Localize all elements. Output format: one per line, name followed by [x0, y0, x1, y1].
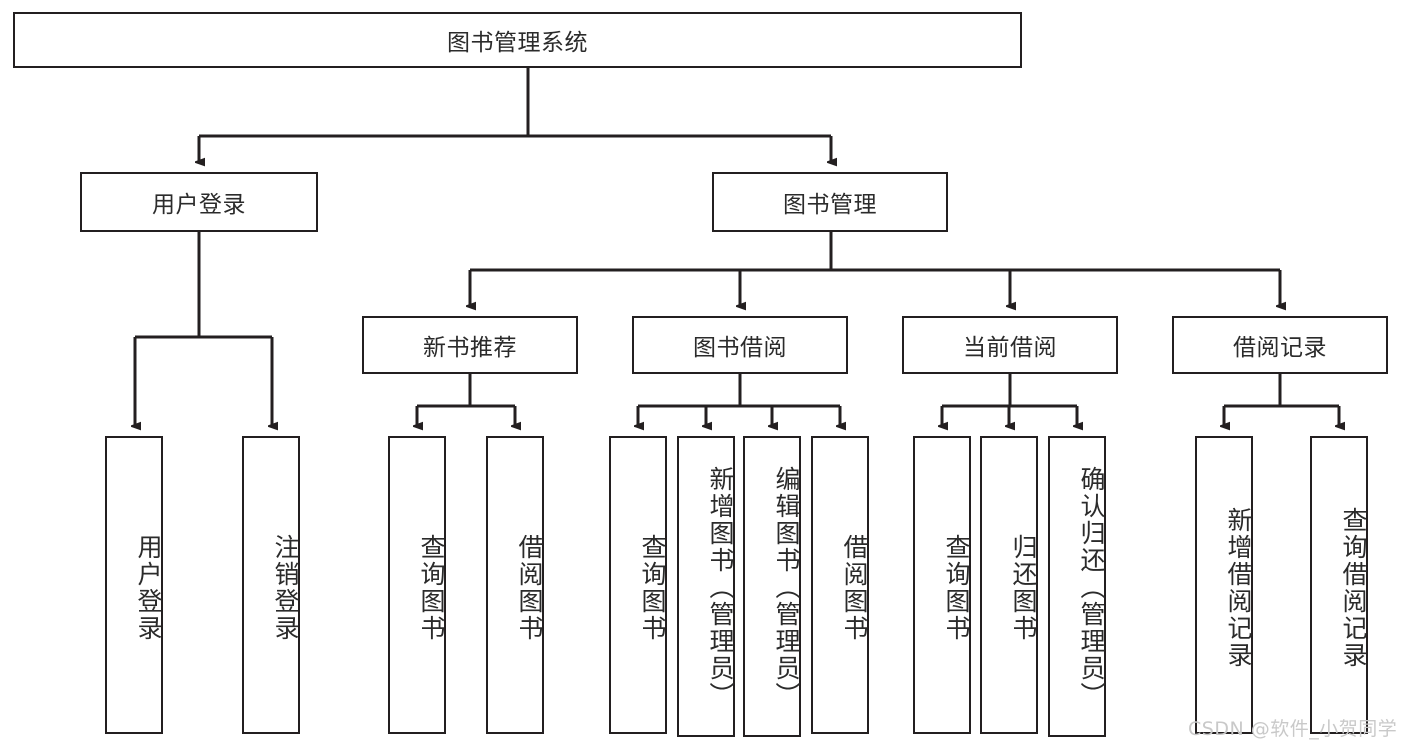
level2-node-label: 借阅记录 [1233, 335, 1327, 361]
leaf-node-label: 借阅图书 [840, 534, 869, 642]
leaf-node-label: 新增图书（管理员） [706, 466, 735, 709]
leaf-node-label: 注销登录 [271, 534, 300, 642]
root-node-label: 图书管理系统 [447, 30, 588, 56]
leaf-node-label: 查询借阅记录 [1339, 507, 1368, 669]
level1-node-label: 用户登录 [152, 192, 246, 218]
leaf-node-leaf-borrow-books[interactable]: 借阅图书 [811, 436, 869, 734]
level2-node-borrowing-records[interactable]: 借阅记录 [1172, 316, 1388, 374]
level2-node-new-book-recommendation[interactable]: 新书推荐 [362, 316, 578, 374]
leaf-node-label: 查询图书 [417, 534, 446, 642]
leaf-node-leaf-user-login[interactable]: 用户登录 [105, 436, 163, 734]
leaf-node-leaf-edit-book-admin[interactable]: 编辑图书（管理员） [743, 436, 801, 737]
leaf-node-label: 查询图书 [638, 534, 667, 642]
leaf-node-label: 确认归还（管理员） [1077, 466, 1106, 709]
csdn-watermark: CSDN @软件_小贺同学 [1188, 718, 1398, 740]
leaf-node-leaf-confirm-return-admin[interactable]: 确认归还（管理员） [1048, 436, 1106, 737]
root-node-book-management-system[interactable]: 图书管理系统 [13, 12, 1022, 68]
level2-node-label: 当前借阅 [963, 335, 1057, 361]
leaf-node-label: 新增借阅记录 [1224, 507, 1253, 669]
leaf-node-leaf-add-book-admin[interactable]: 新增图书（管理员） [677, 436, 735, 737]
leaf-node-label: 归还图书 [1009, 534, 1038, 642]
leaf-node-label: 查询图书 [942, 534, 971, 642]
leaf-node-label: 编辑图书（管理员） [772, 466, 801, 709]
leaf-node-leaf-logout[interactable]: 注销登录 [242, 436, 300, 734]
leaf-node-leaf-query-borrow-record[interactable]: 查询借阅记录 [1310, 436, 1368, 734]
level2-node-book-borrowing[interactable]: 图书借阅 [632, 316, 848, 374]
level2-node-label: 图书借阅 [693, 335, 787, 361]
level1-node-user-login[interactable]: 用户登录 [80, 172, 318, 232]
leaf-node-leaf-add-borrow-record[interactable]: 新增借阅记录 [1195, 436, 1253, 734]
leaf-node-leaf-query-books-current[interactable]: 查询图书 [913, 436, 971, 734]
leaf-node-label: 借阅图书 [515, 534, 544, 642]
leaf-node-leaf-borrow-books-recommend[interactable]: 借阅图书 [486, 436, 544, 734]
level2-node-current-borrowing[interactable]: 当前借阅 [902, 316, 1118, 374]
level1-node-book-management[interactable]: 图书管理 [712, 172, 948, 232]
leaf-node-leaf-query-books-recommend[interactable]: 查询图书 [388, 436, 446, 734]
level2-node-label: 新书推荐 [423, 335, 517, 361]
leaf-node-leaf-query-books-borrow[interactable]: 查询图书 [609, 436, 667, 734]
level1-node-label: 图书管理 [783, 192, 877, 218]
leaf-node-leaf-return-books[interactable]: 归还图书 [980, 436, 1038, 734]
leaf-node-label: 用户登录 [134, 534, 163, 642]
